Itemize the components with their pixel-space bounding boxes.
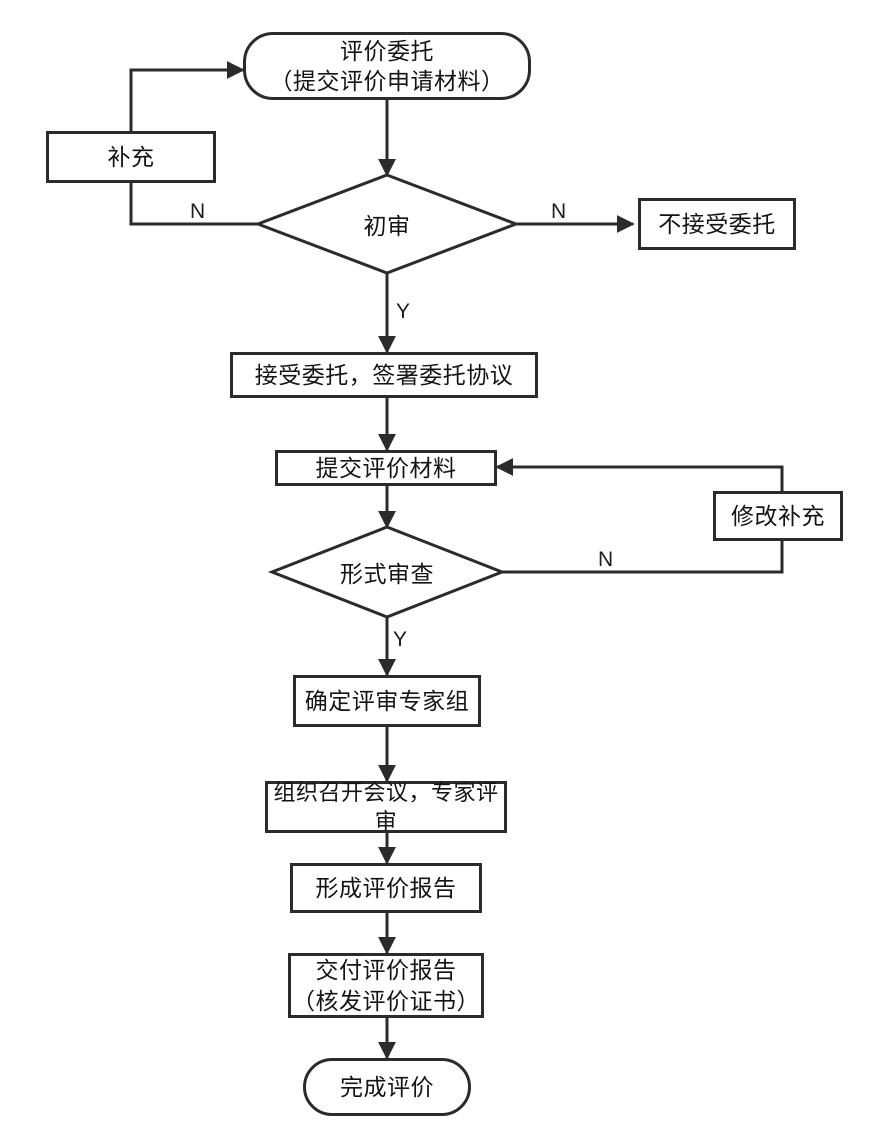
node-form-review[interactable]: 形式审查	[272, 527, 502, 617]
node-reject-label: 不接受委托	[658, 210, 776, 237]
node-form-review-label: 形式审查	[340, 561, 434, 587]
node-revise[interactable]: 修改补充	[713, 491, 843, 541]
edge-supplement-up-to-start	[129, 61, 245, 155]
edge-label-first-review-no: N	[190, 200, 206, 223]
node-first-review-label: 初审	[363, 213, 411, 239]
node-expert-group[interactable]: 确定评审专家组	[293, 675, 481, 727]
node-supplement[interactable]: 补充	[46, 131, 216, 183]
node-meeting[interactable]: 组织召开会议，专家评审	[265, 779, 507, 834]
edge-label-form-review-yes: Y	[393, 628, 408, 651]
edge-revise-to-submit	[495, 458, 784, 491]
edge-label-form-review-no: N	[598, 548, 614, 571]
node-start[interactable]: 评价委托 （提交评价申请材料）	[243, 32, 531, 100]
node-submit-materials-label: 提交评价材料	[315, 454, 457, 481]
node-revise-label: 修改补充	[731, 502, 825, 529]
decision-shape-first-review	[253, 173, 521, 275]
node-finish[interactable]: 完成评价	[303, 1058, 471, 1116]
node-submit-materials[interactable]: 提交评价材料	[275, 450, 497, 486]
edge-label-first-review-yes: Y	[396, 300, 411, 323]
node-reject[interactable]: 不接受委托	[638, 198, 796, 250]
node-start-label: 评价委托 （提交评价申请材料）	[269, 37, 505, 94]
node-finish-label: 完成评价	[340, 1073, 434, 1100]
decision-shape-form-review	[267, 525, 507, 619]
edge-label-first-review-reject: N	[551, 200, 567, 223]
node-accept-label: 接受委托，签署委托协议	[254, 361, 514, 388]
node-meeting-label: 组织召开会议，专家评审	[273, 779, 499, 834]
edge-first-review-no-to-supplement	[129, 183, 258, 226]
node-report[interactable]: 形成评价报告	[290, 863, 482, 913]
node-first-review[interactable]: 初审	[258, 175, 516, 273]
node-deliver[interactable]: 交付评价报告 （核发评价证书）	[288, 953, 484, 1018]
node-report-label: 形成评价报告	[315, 874, 457, 901]
node-expert-group-label: 确定评审专家组	[304, 687, 470, 714]
edge-form-review-no-to-revise	[502, 541, 784, 574]
node-supplement-label: 补充	[107, 143, 155, 170]
node-deliver-label: 交付评价报告 （核发评价证书）	[292, 957, 480, 1014]
node-accept[interactable]: 接受委托，签署委托协议	[230, 352, 538, 398]
